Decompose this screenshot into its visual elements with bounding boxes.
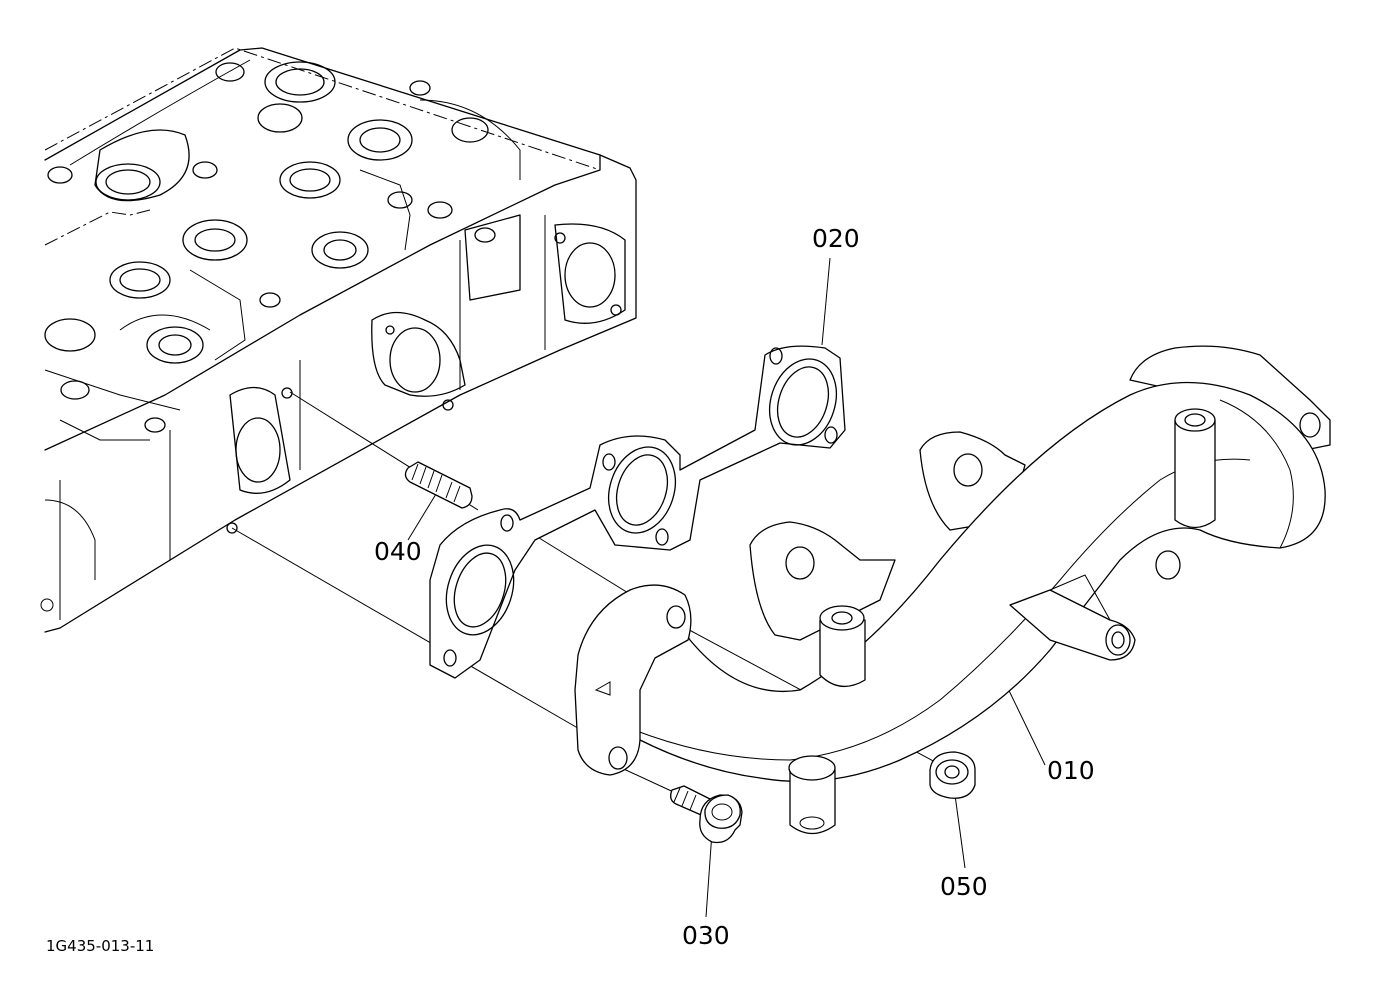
callout-label-020: 020	[812, 224, 860, 253]
cylinder-head	[40, 47, 637, 633]
stud-bolt	[404, 461, 473, 509]
exhaust-gasket	[429, 345, 846, 679]
callout-label-030: 030	[682, 921, 730, 950]
exhaust-manifold	[574, 345, 1331, 835]
drawing-code: 1G435-013-11	[46, 937, 155, 955]
flange-nut	[929, 751, 976, 799]
callout-label-050: 050	[940, 872, 988, 901]
flange-bolt	[670, 785, 743, 844]
callout-label-010: 010	[1047, 756, 1095, 785]
callout-label-040: 040	[374, 537, 422, 566]
